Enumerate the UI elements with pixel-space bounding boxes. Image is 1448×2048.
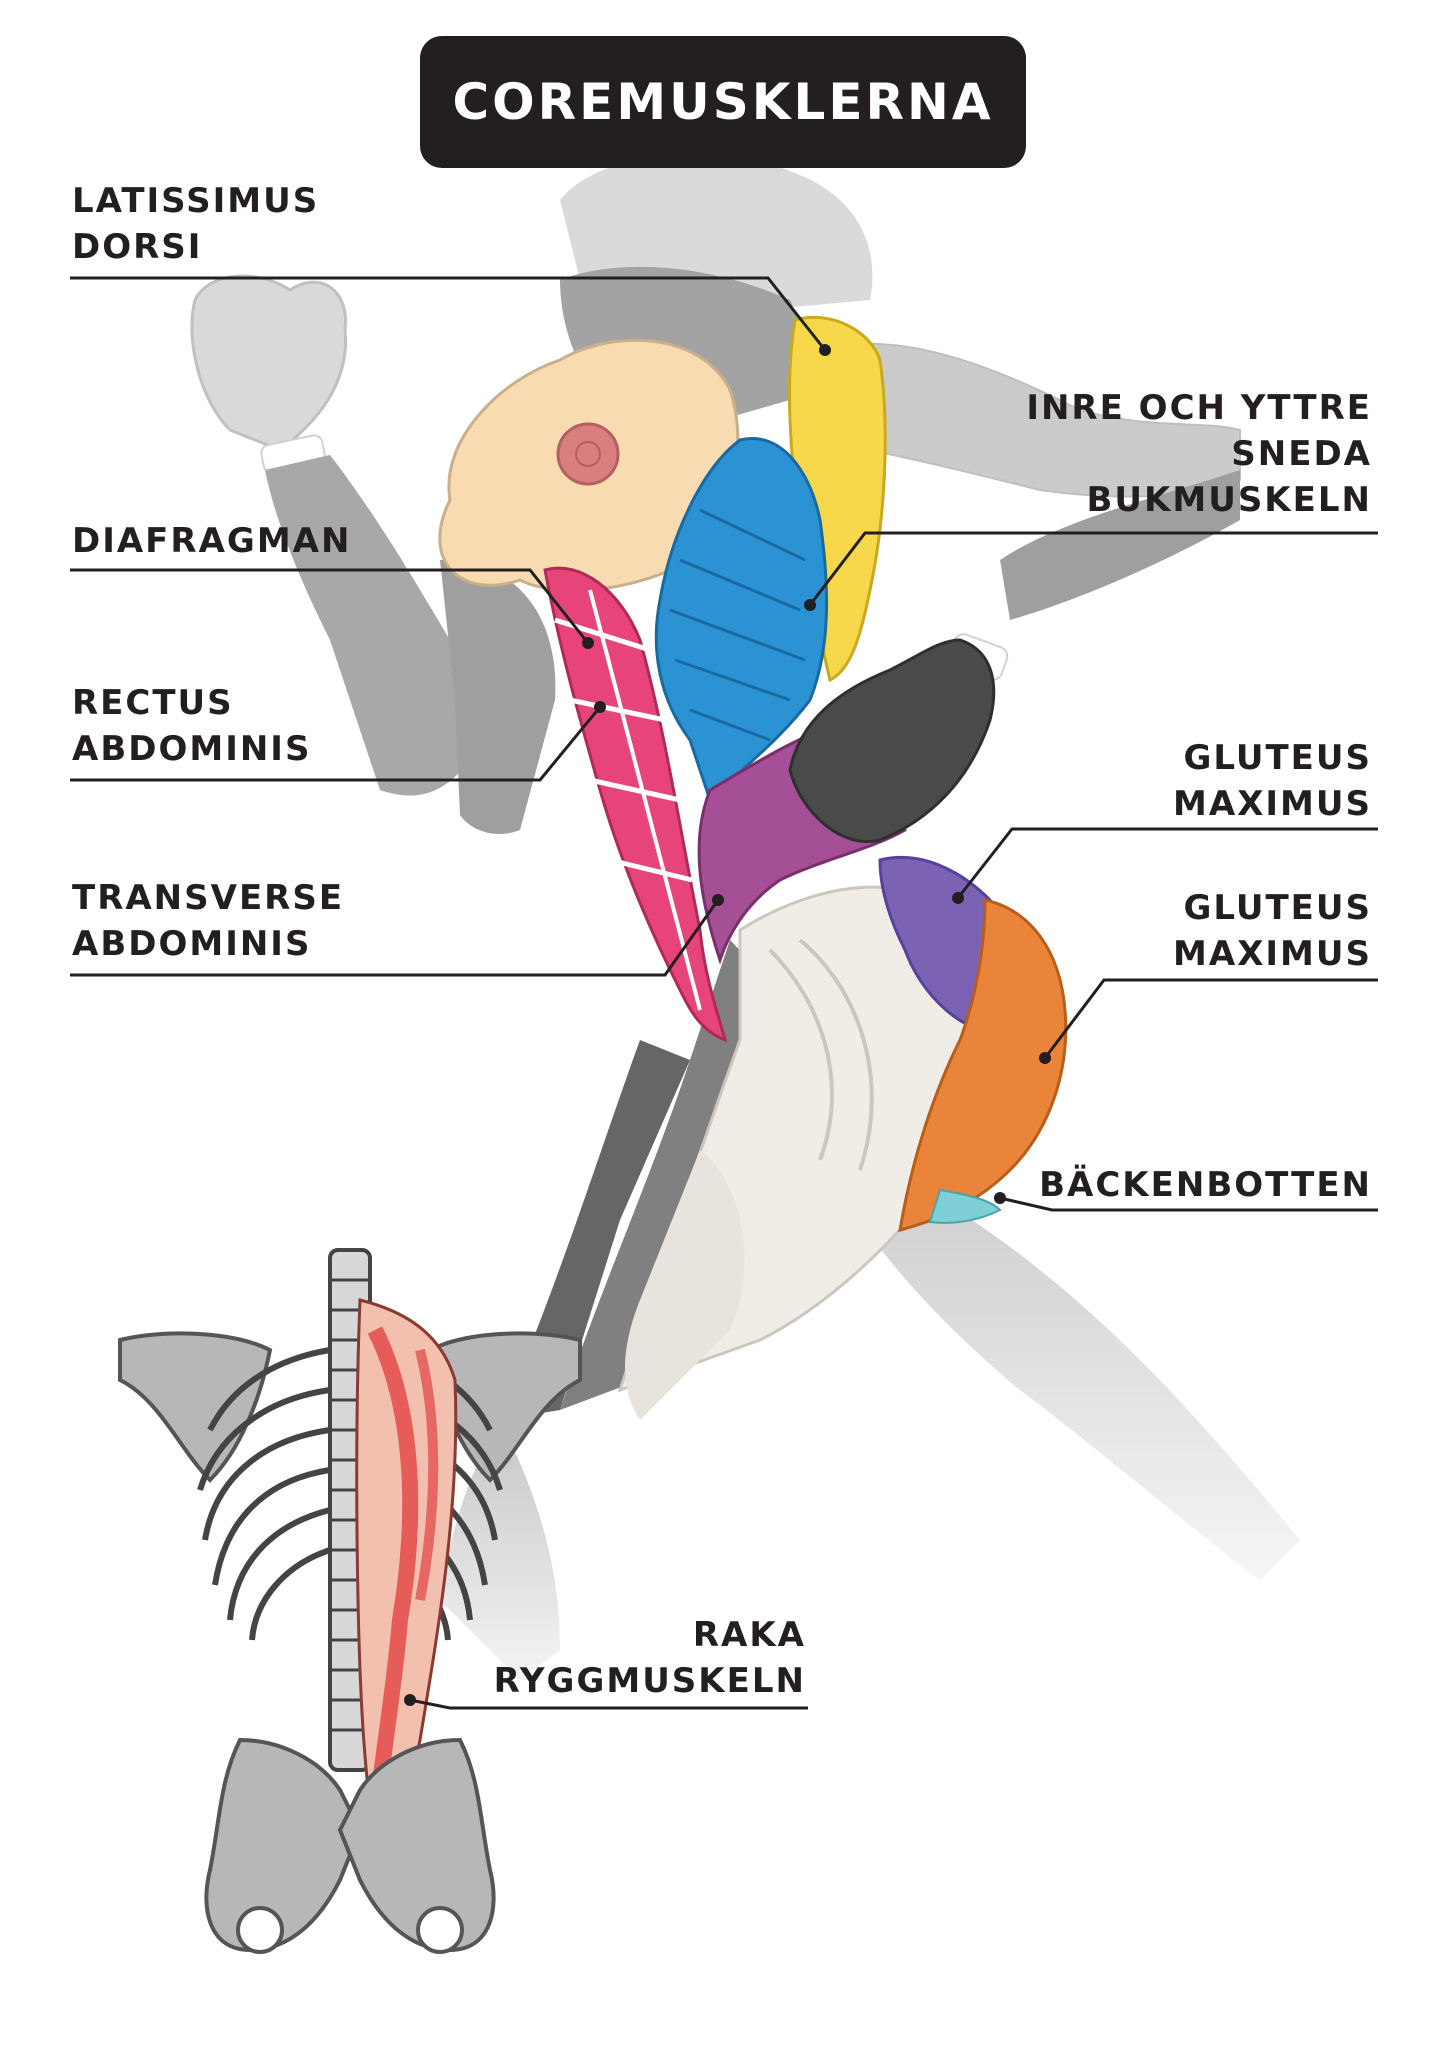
label-gluteus-maximus-lower: GLUTEUS MAXIMUS: [1173, 885, 1372, 977]
pelvic-floor-muscle: [928, 1188, 1002, 1224]
label-line: DORSI: [72, 227, 203, 267]
label-latissimus-dorsi: LATISSIMUS DORSI: [72, 178, 319, 270]
label-backenbotten: BÄCKENBOTTEN: [1039, 1162, 1372, 1208]
leader-sneda: [808, 531, 1378, 606]
label-diafragman: DIAFRAGMAN: [72, 518, 351, 564]
label-line: RAKA: [692, 1615, 806, 1655]
leader-diafragman: [70, 568, 590, 644]
label-line: MAXIMUS: [1173, 784, 1372, 824]
label-raka-ryggmuskeln: RAKA RYGGMUSKELN: [480, 1612, 806, 1704]
label-inre-och-yttre-sneda-bukmuskeln: INRE OCH YTTRE SNEDA BUKMUSKELN: [1026, 385, 1372, 523]
label-line: ABDOMINIS: [72, 729, 312, 769]
label-transverse-abdominis: TRANSVERSE ABDOMINIS: [72, 875, 344, 967]
leader-gluteus-1: [956, 827, 1378, 899]
label-line: BUKMUSKELN: [1086, 480, 1372, 520]
chest-area: [438, 338, 740, 592]
label-line: MAXIMUS: [1173, 934, 1372, 974]
label-line: SNEDA: [1231, 434, 1372, 474]
leader-transverse: [70, 899, 720, 977]
label-line: LATISSIMUS: [72, 181, 320, 221]
label-rectus-abdominis: RECTUS ABDOMINIS: [72, 680, 311, 772]
leader-gluteus-2: [1043, 978, 1378, 1059]
label-line: INRE OCH YTTRE: [1026, 388, 1372, 428]
hand-on-hip: [788, 638, 996, 843]
leader-lines: [70, 276, 1378, 1710]
leader-raka: [409, 1698, 808, 1710]
spine-skeleton-inset: [118, 1248, 582, 1954]
label-line: RECTUS: [72, 683, 234, 723]
label-gluteus-maximus-upper: GLUTEUS MAXIMUS: [1173, 735, 1372, 827]
leader-dots: [404, 344, 1051, 1706]
label-line: ABDOMINIS: [72, 924, 312, 964]
leader-backenbotten: [999, 1196, 1378, 1212]
label-line: GLUTEUS: [1183, 888, 1372, 928]
label-line: RYGGMUSKELN: [493, 1661, 806, 1701]
leader-rectus: [70, 706, 602, 782]
obliques-muscle: [654, 437, 829, 803]
title-banner: COREMUSKLERNA: [420, 36, 1026, 168]
diagram-title: COREMUSKLERNA: [452, 73, 994, 131]
leader-latissimus: [70, 276, 827, 351]
label-line: DIAFRAGMAN: [72, 521, 352, 561]
runner-body-silhouette: [190, 154, 1300, 1680]
label-line: TRANSVERSE: [72, 878, 345, 918]
label-line: GLUTEUS: [1183, 738, 1372, 778]
label-line: BÄCKENBOTTEN: [1039, 1165, 1372, 1205]
